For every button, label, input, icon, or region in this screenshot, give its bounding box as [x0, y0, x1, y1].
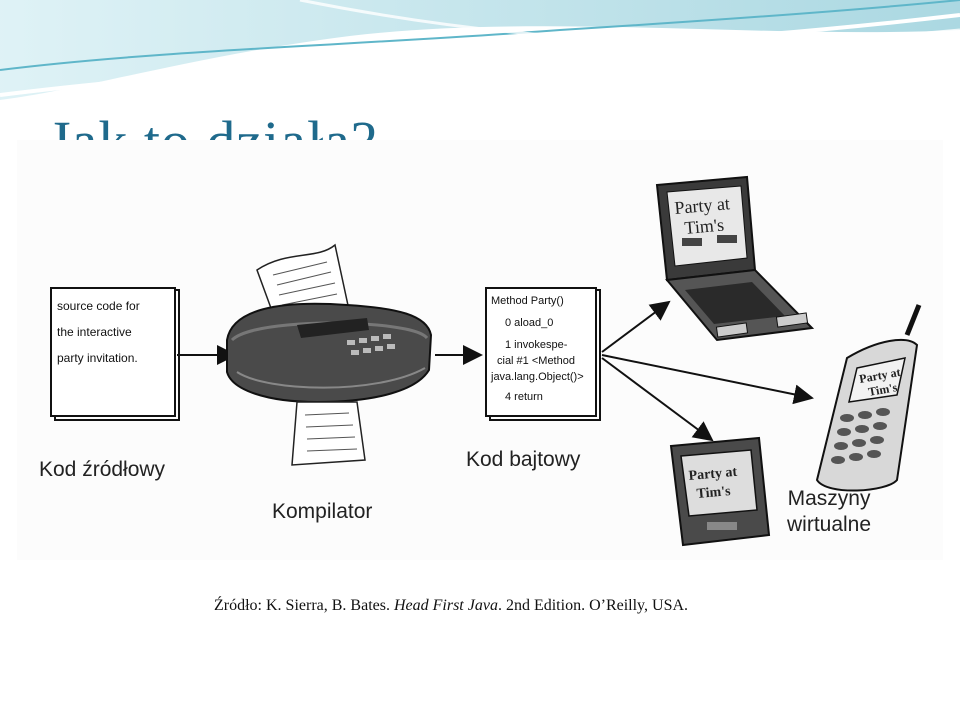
header-wave-decoration [0, 0, 960, 100]
source-doc-line: the interactive [57, 325, 132, 339]
virtual-machines-label: Maszyny wirtualne [787, 486, 871, 538]
mobile-phone-icon [815, 304, 922, 492]
laptop-screen-line2: Tim's [684, 215, 725, 238]
caption-book-title: Head First Java [393, 597, 498, 614]
bytecode-line: 0 aload_0 [505, 317, 554, 329]
bytecode-document [485, 287, 597, 417]
compiler-machine-icon [226, 302, 433, 404]
source-caption: Źródło: K. Sierra, B. Bates. Head First … [214, 597, 688, 615]
source-doc-line: source code for [57, 299, 140, 313]
arrow-to-pda [601, 357, 714, 442]
pda-screen-line2: Tim's [696, 484, 732, 502]
diagram-drawing: Party at Tim's Party at Tim's Party at T… [50, 175, 922, 547]
bytecode-line: Method Party() [491, 295, 564, 307]
java-compilation-diagram: Party at Tim's Party at Tim's Party at T… [17, 140, 943, 560]
bytecode-line: 1 invokespe- [505, 339, 568, 351]
source-code-label: Kod źródłowy [39, 458, 166, 481]
laptop-screen-line1: Party at [674, 193, 731, 218]
phone-screen-line2: Tim's [867, 380, 898, 399]
bytecode-line: cial #1 <Method [497, 355, 575, 367]
pda-icon [669, 436, 771, 547]
source-code-document-text: source code for the interactive party in… [57, 293, 173, 371]
bytecode-line: java.lang.Object()> [491, 371, 584, 383]
bytecode-line: 4 return [505, 391, 543, 403]
compiler-label: Kompilator [272, 500, 373, 523]
arrow-to-phone [601, 354, 814, 405]
bytecode-document-text: Method Party() 0 aload_0 1 invokespe- ci… [491, 293, 595, 405]
virtual-machines-label-line2: wirtualne [787, 513, 872, 536]
pda-screen-line1: Party at [688, 465, 738, 484]
caption-suffix: . 2nd Edition. O’Reilly, USA. [497, 597, 689, 614]
virtual-machines-label-line1: Maszyny [787, 487, 871, 510]
laptop-icon [655, 175, 815, 342]
caption-prefix: Źródło: K. Sierra, B. Bates. [214, 597, 394, 614]
source-doc-line: party invitation. [57, 351, 138, 365]
source-code-document [50, 287, 176, 417]
paper-output-icon [291, 401, 366, 466]
bytecode-label: Kod bajtowy [466, 448, 581, 471]
arrow-to-laptop [601, 300, 671, 353]
